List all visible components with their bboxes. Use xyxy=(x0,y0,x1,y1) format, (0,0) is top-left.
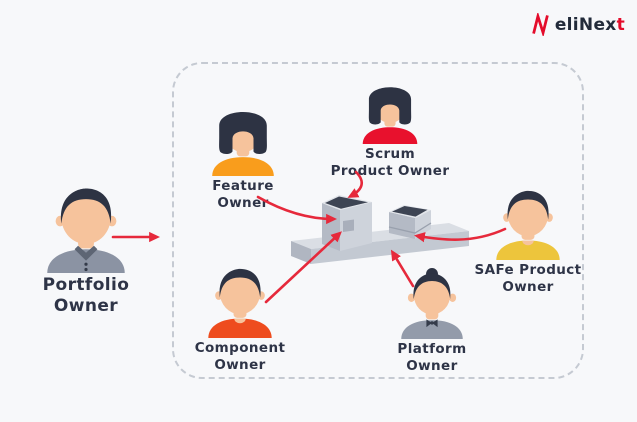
portfolio-owner-label: Portfolio Owner xyxy=(42,275,130,317)
figure-scrum-product-owner: Scrum Product Owner xyxy=(331,82,449,180)
safe-product-owner-label: SAFe Product Owner xyxy=(474,262,582,295)
scrum-product-owner-avatar-icon xyxy=(362,87,418,144)
elinext-logo: eliNext xyxy=(531,13,625,36)
scrum-product-owner-label: Scrum Product Owner xyxy=(330,146,450,179)
figure-platform-owner: Platform Owner xyxy=(376,267,488,375)
feature-owner-avatar-icon xyxy=(212,111,274,176)
brand-text: eliNext xyxy=(555,15,625,35)
elinext-n-mark-icon xyxy=(532,13,549,36)
team-boundary-dashed-border xyxy=(172,62,584,379)
safe-product-owner-avatar-icon xyxy=(496,190,560,260)
platform-owner-avatar-icon xyxy=(401,268,463,339)
figure-safe-product-owner: SAFe Product Owner xyxy=(470,188,586,296)
figure-feature-owner: Feature Owner xyxy=(205,106,281,212)
brand-text-accent: t xyxy=(616,14,625,35)
figure-portfolio-owner: Portfolio Owner xyxy=(28,185,144,318)
portfolio-owner-avatar-icon xyxy=(47,188,125,273)
component-owner-avatar-icon xyxy=(208,268,272,338)
brand-text-main: eliNex xyxy=(554,14,617,35)
component-owner-label: Component Owner xyxy=(194,340,286,373)
feature-owner-label: Feature Owner xyxy=(212,178,274,211)
platform-owner-label: Platform Owner xyxy=(397,341,467,374)
figure-component-owner: Component Owner xyxy=(184,266,296,374)
